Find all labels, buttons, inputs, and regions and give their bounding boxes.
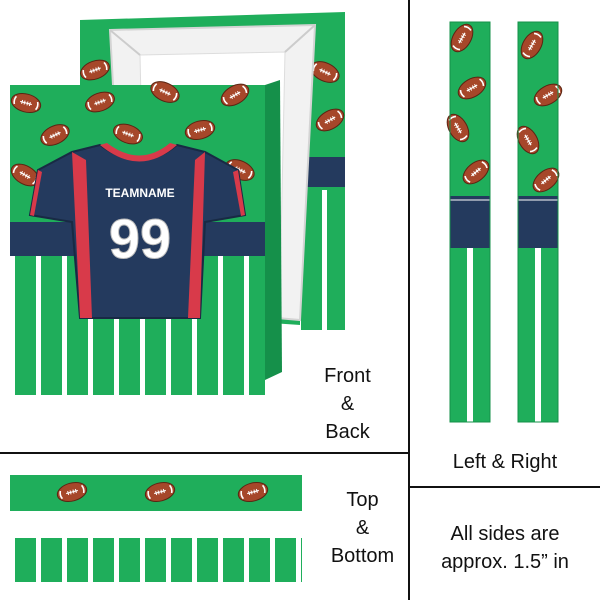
front-back-label: Front & Back [324, 365, 371, 443]
left-right-label: Left & Right [452, 451, 558, 473]
jersey-team-name: TEAMNAME [105, 186, 174, 200]
top-bottom-strips [10, 475, 302, 582]
jersey-graphic: TEAMNAME 99 [28, 143, 247, 319]
side-strips [441, 19, 567, 423]
top-strip [10, 475, 302, 511]
top-bottom-label: Top & Bottom [330, 489, 395, 567]
bottom-strip [10, 538, 302, 582]
horizontal-divider-right [408, 486, 600, 488]
left-side-strip [441, 19, 495, 423]
horizontal-divider-left [0, 452, 410, 454]
canvas-mockup: TEAMNAME 99 [6, 12, 349, 395]
jersey-number: 99 [109, 207, 171, 270]
vertical-divider [408, 0, 410, 600]
sides-dimension-note: All sides are approx. 1.5” in [441, 523, 569, 573]
right-side-strip [511, 21, 567, 423]
